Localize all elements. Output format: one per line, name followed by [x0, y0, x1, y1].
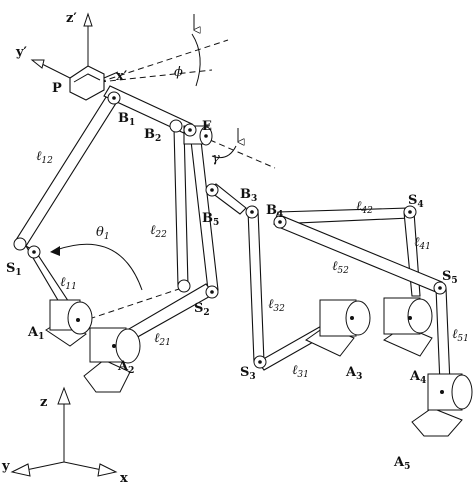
chain-2	[109, 127, 219, 349]
joint-S1-dot	[32, 250, 36, 254]
actuator-A2-dot	[112, 344, 116, 348]
label-theta1: θ1	[96, 225, 110, 242]
label-l42: ℓ42	[356, 199, 373, 216]
link-l22-a	[173, 127, 189, 287]
actuator-A4-dot	[408, 316, 412, 320]
theta1-reference-line	[79, 285, 189, 323]
world-axis-z-arrow	[57, 386, 71, 405]
theta1-arrowhead	[50, 246, 60, 256]
label-A3: A3	[345, 365, 362, 382]
gamma-reference-line	[209, 139, 276, 169]
actuator-A5	[411, 373, 473, 437]
label-l41: ℓ41	[414, 235, 431, 252]
gamma-angle-arc	[211, 145, 237, 159]
label-l11: ℓ11	[60, 275, 77, 292]
phi-angle-arc	[191, 33, 201, 87]
world-axis-x-arrow	[97, 463, 118, 477]
actuator-A3-body	[319, 299, 357, 337]
joint-S5-dot	[438, 286, 442, 290]
actuator-A5-dot	[440, 390, 444, 394]
joint-S3-dot	[258, 360, 262, 364]
actuator-A3-dot	[350, 316, 354, 320]
axis-z-prime-arrow	[83, 12, 93, 27]
actuator-A4	[382, 297, 433, 357]
world-frame	[10, 386, 118, 477]
label-B1: B1	[118, 111, 135, 128]
moving-platform	[30, 12, 213, 146]
label-l21: ℓ21	[154, 331, 171, 348]
joint-S4-dot	[408, 210, 412, 214]
label-A5: A5	[393, 455, 410, 472]
theta1-angle-arc	[55, 243, 143, 291]
actuator-A2-shaft-face	[115, 328, 141, 364]
label-S3: S3	[240, 365, 256, 382]
actuator-A5-base	[411, 407, 463, 437]
label-axis-z: z	[40, 395, 47, 410]
joint-S1-a	[13, 237, 27, 251]
axis-x-prime-line	[103, 71, 119, 79]
actuator-A2-base	[83, 359, 131, 393]
label-axis-x: x	[120, 471, 128, 486]
label-B5: B5	[202, 211, 219, 228]
label-l32: ℓ32	[268, 297, 285, 314]
joint-B2-a	[169, 119, 183, 133]
link-l32	[247, 209, 265, 363]
label-axis-y: y	[1, 459, 10, 474]
joint-S2-a	[177, 279, 191, 293]
label-B4: B4	[266, 203, 283, 220]
world-axis-y-line	[25, 461, 65, 471]
label-l51: ℓ51	[452, 327, 469, 344]
label-l31: ℓ31	[292, 363, 309, 380]
label-l52: ℓ52	[332, 259, 349, 276]
labels: z′ y′ x′ P ϕ γ E θ1 B1 B2 B3 B4 B5 S1 S2…	[1, 11, 469, 486]
actuator-A4-shaft-face	[407, 298, 433, 334]
joint-B2-dot	[188, 128, 192, 132]
label-S5: S5	[442, 269, 458, 286]
joint-B4-dot	[278, 220, 282, 224]
actuator-A3-shaft-face	[345, 300, 371, 336]
label-A2: A2	[117, 359, 134, 376]
platform-direction-line	[99, 69, 213, 83]
link-l12	[15, 93, 119, 247]
joint-B3-dot	[250, 210, 254, 214]
joint-B5-dot	[210, 188, 214, 192]
actuator-A1-dot	[76, 318, 80, 322]
label-B2: B2	[144, 127, 161, 144]
axis-y-prime-line	[41, 63, 71, 79]
label-l22: ℓ22	[150, 223, 167, 240]
label-S4: S4	[408, 193, 424, 210]
label-P: P	[52, 81, 62, 96]
world-axis-x-line	[63, 461, 103, 471]
actuator-A3	[305, 299, 371, 357]
axis-y-prime-arrow	[30, 59, 45, 69]
chain-3-4-5	[205, 183, 451, 385]
platform-frame-P-inner	[73, 73, 101, 83]
label-S2: S2	[194, 301, 210, 318]
label-l12: ℓ12	[36, 149, 53, 166]
joint-S2-dot	[210, 290, 214, 294]
label-B3: B3	[240, 187, 257, 204]
platform-frame-P	[69, 65, 105, 101]
label-A1: A1	[27, 325, 44, 342]
label-E: E	[202, 119, 212, 134]
world-axis-y-arrow	[10, 463, 31, 477]
actuator-A5-shaft-face	[451, 374, 473, 410]
label-z-prime: z′	[66, 11, 77, 26]
joint-E-dot	[204, 134, 208, 138]
actuator-A1-shaft-face	[67, 301, 93, 335]
actuator-A2	[83, 327, 141, 393]
phi-reference-line	[99, 39, 229, 83]
label-x-prime: x′	[116, 69, 128, 84]
label-A4: A4	[409, 369, 426, 386]
label-S1: S1	[6, 261, 22, 278]
label-phi: ϕ	[174, 65, 183, 80]
label-gamma: γ	[212, 151, 220, 166]
joint-B1-dot	[112, 96, 116, 100]
actuator-A1	[45, 299, 93, 347]
reference-lines	[50, 14, 276, 323]
label-y-prime: y′	[15, 45, 28, 60]
link-l51	[435, 287, 451, 385]
